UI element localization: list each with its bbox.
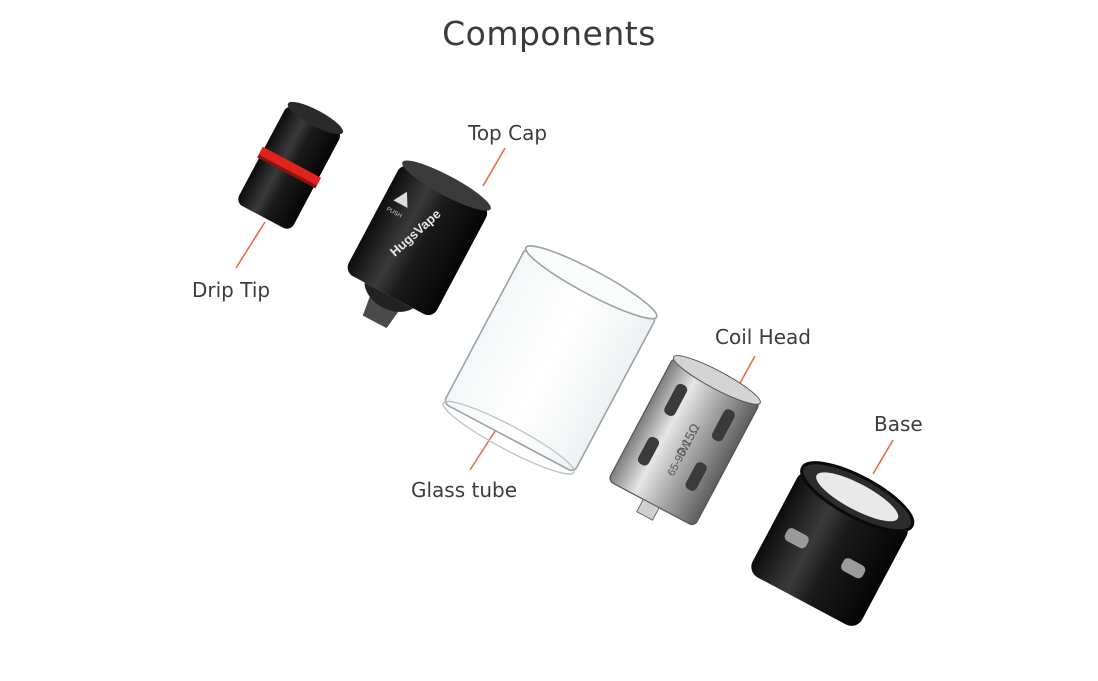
base-part [751,461,915,626]
coil-head-label: Coil Head [715,325,811,349]
leader-line-top-cap [482,147,506,187]
glass-tube-label: Glass tube [411,478,518,502]
top-cap-part: HugsVape PUSH [347,160,491,329]
page-title: Components [442,14,656,53]
drip-tip-label: Drip Tip [192,278,271,302]
leader-line-base [872,439,894,475]
leader-line-drip-tip [235,221,266,269]
push-arrow-icon [393,191,408,208]
base-label: Base [874,412,923,436]
coil-head-part: 0.15Ω 65-95W [609,355,761,526]
drip-tip-part [238,101,344,229]
top-cap-label: Top Cap [468,121,548,145]
glass-tube-part [442,245,658,475]
leader-lines [235,147,894,475]
leader-line-glass-tube [469,427,498,471]
